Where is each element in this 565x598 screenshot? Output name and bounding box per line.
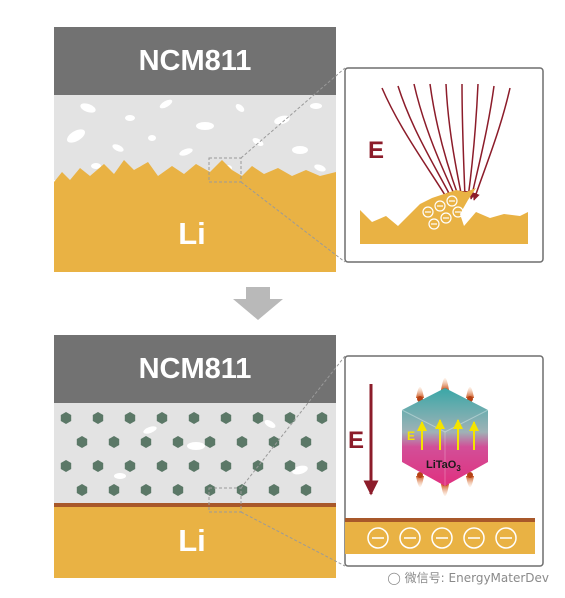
internal-field-arrows [417,419,479,450]
litao3-particle [124,412,136,424]
bottom-panel: NCM811 Li [54,335,346,578]
top-cathode-layer [54,27,336,95]
litao3-particle [108,436,120,448]
top-anode-label: Li [178,216,206,251]
litao3-particle [204,484,216,496]
top-lithium-anode [54,160,336,272]
bottom-electrolyte-particles [114,420,308,479]
litao3-particle [92,460,104,472]
litao3-particle [172,484,184,496]
litao3-particle [204,436,216,448]
litao3-particle [316,460,328,472]
top-inset: E [344,67,544,263]
litao3-particle [188,412,200,424]
litao3-crystal [402,388,488,486]
top-cathode-label: NCM811 [139,45,252,77]
ion-marker [463,527,485,549]
bottom-cathode-layer [54,335,336,403]
top-inset-frame [344,67,544,263]
litao3-particle [76,436,88,448]
bottom-zoom-line-upper [240,355,346,489]
uniform-ion-row [367,527,517,549]
watermark-text: 微信号: EnergyMaterDev [404,571,549,585]
top-zoom-region [208,157,242,183]
litao3-particle [236,436,248,448]
crystal-emission-flames [416,378,474,496]
crystal-facet-edges [401,409,489,433]
ion-marker [495,527,517,549]
litao3-particle [108,484,120,496]
top-inset-lithium-dendrite [360,188,528,244]
top-zoom-line-upper [240,67,346,159]
litao3-particle [268,484,280,496]
litao3-particle [124,460,136,472]
litao3-particle [76,484,88,496]
litao3-particle [60,460,72,472]
top-inset-field-label: E [368,137,384,164]
litao3-particle [252,412,264,424]
inset-litao3-layer [345,518,535,522]
litao3-particle [300,436,312,448]
litao3-particle [172,436,184,448]
accumulated-ion-cluster [422,195,464,230]
converging-field-lines [381,83,511,201]
litao3-particle [268,436,280,448]
watermark: ◯ 微信号: EnergyMaterDev [387,569,549,586]
litao3-particle [284,412,296,424]
bottom-lithium-anode [54,507,336,578]
litao3-particle [60,412,72,424]
crystal-field-label: E [407,429,415,443]
litao3-particle [92,412,104,424]
litao3-particle [316,412,328,424]
litao3-particle [300,484,312,496]
litao3-particle [236,484,248,496]
bottom-zoom-line-lower [240,511,346,567]
litao3-particle-field [60,412,328,496]
top-zoom-line-lower [240,181,346,263]
ion-marker [367,527,389,549]
litao3-particle [140,484,152,496]
wechat-icon: ◯ [387,571,401,585]
ion-marker [431,527,453,549]
litao3-particle [220,412,232,424]
electrolyte-particles [66,99,326,175]
top-panel: NCM811 Li [54,27,346,272]
process-arrow [233,287,283,320]
litao3-particle [188,460,200,472]
litao3-interface-layer [54,503,336,507]
litao3-particle [140,436,152,448]
bottom-inset: E E LiTaO3 [344,355,544,567]
litao3-particle [284,460,296,472]
ion-marker [399,527,421,549]
litao3-particle [220,460,232,472]
crystal-formula-subscript: 3 [456,464,461,473]
bottom-inset-field-label: E [348,427,364,454]
crystal-formula-label: LiTaO3 [426,459,461,473]
litao3-particle [156,460,168,472]
litao3-particle [156,412,168,424]
bottom-cathode-label: NCM811 [139,353,252,385]
bottom-anode-label: Li [178,523,206,558]
bottom-zoom-region [208,487,242,513]
